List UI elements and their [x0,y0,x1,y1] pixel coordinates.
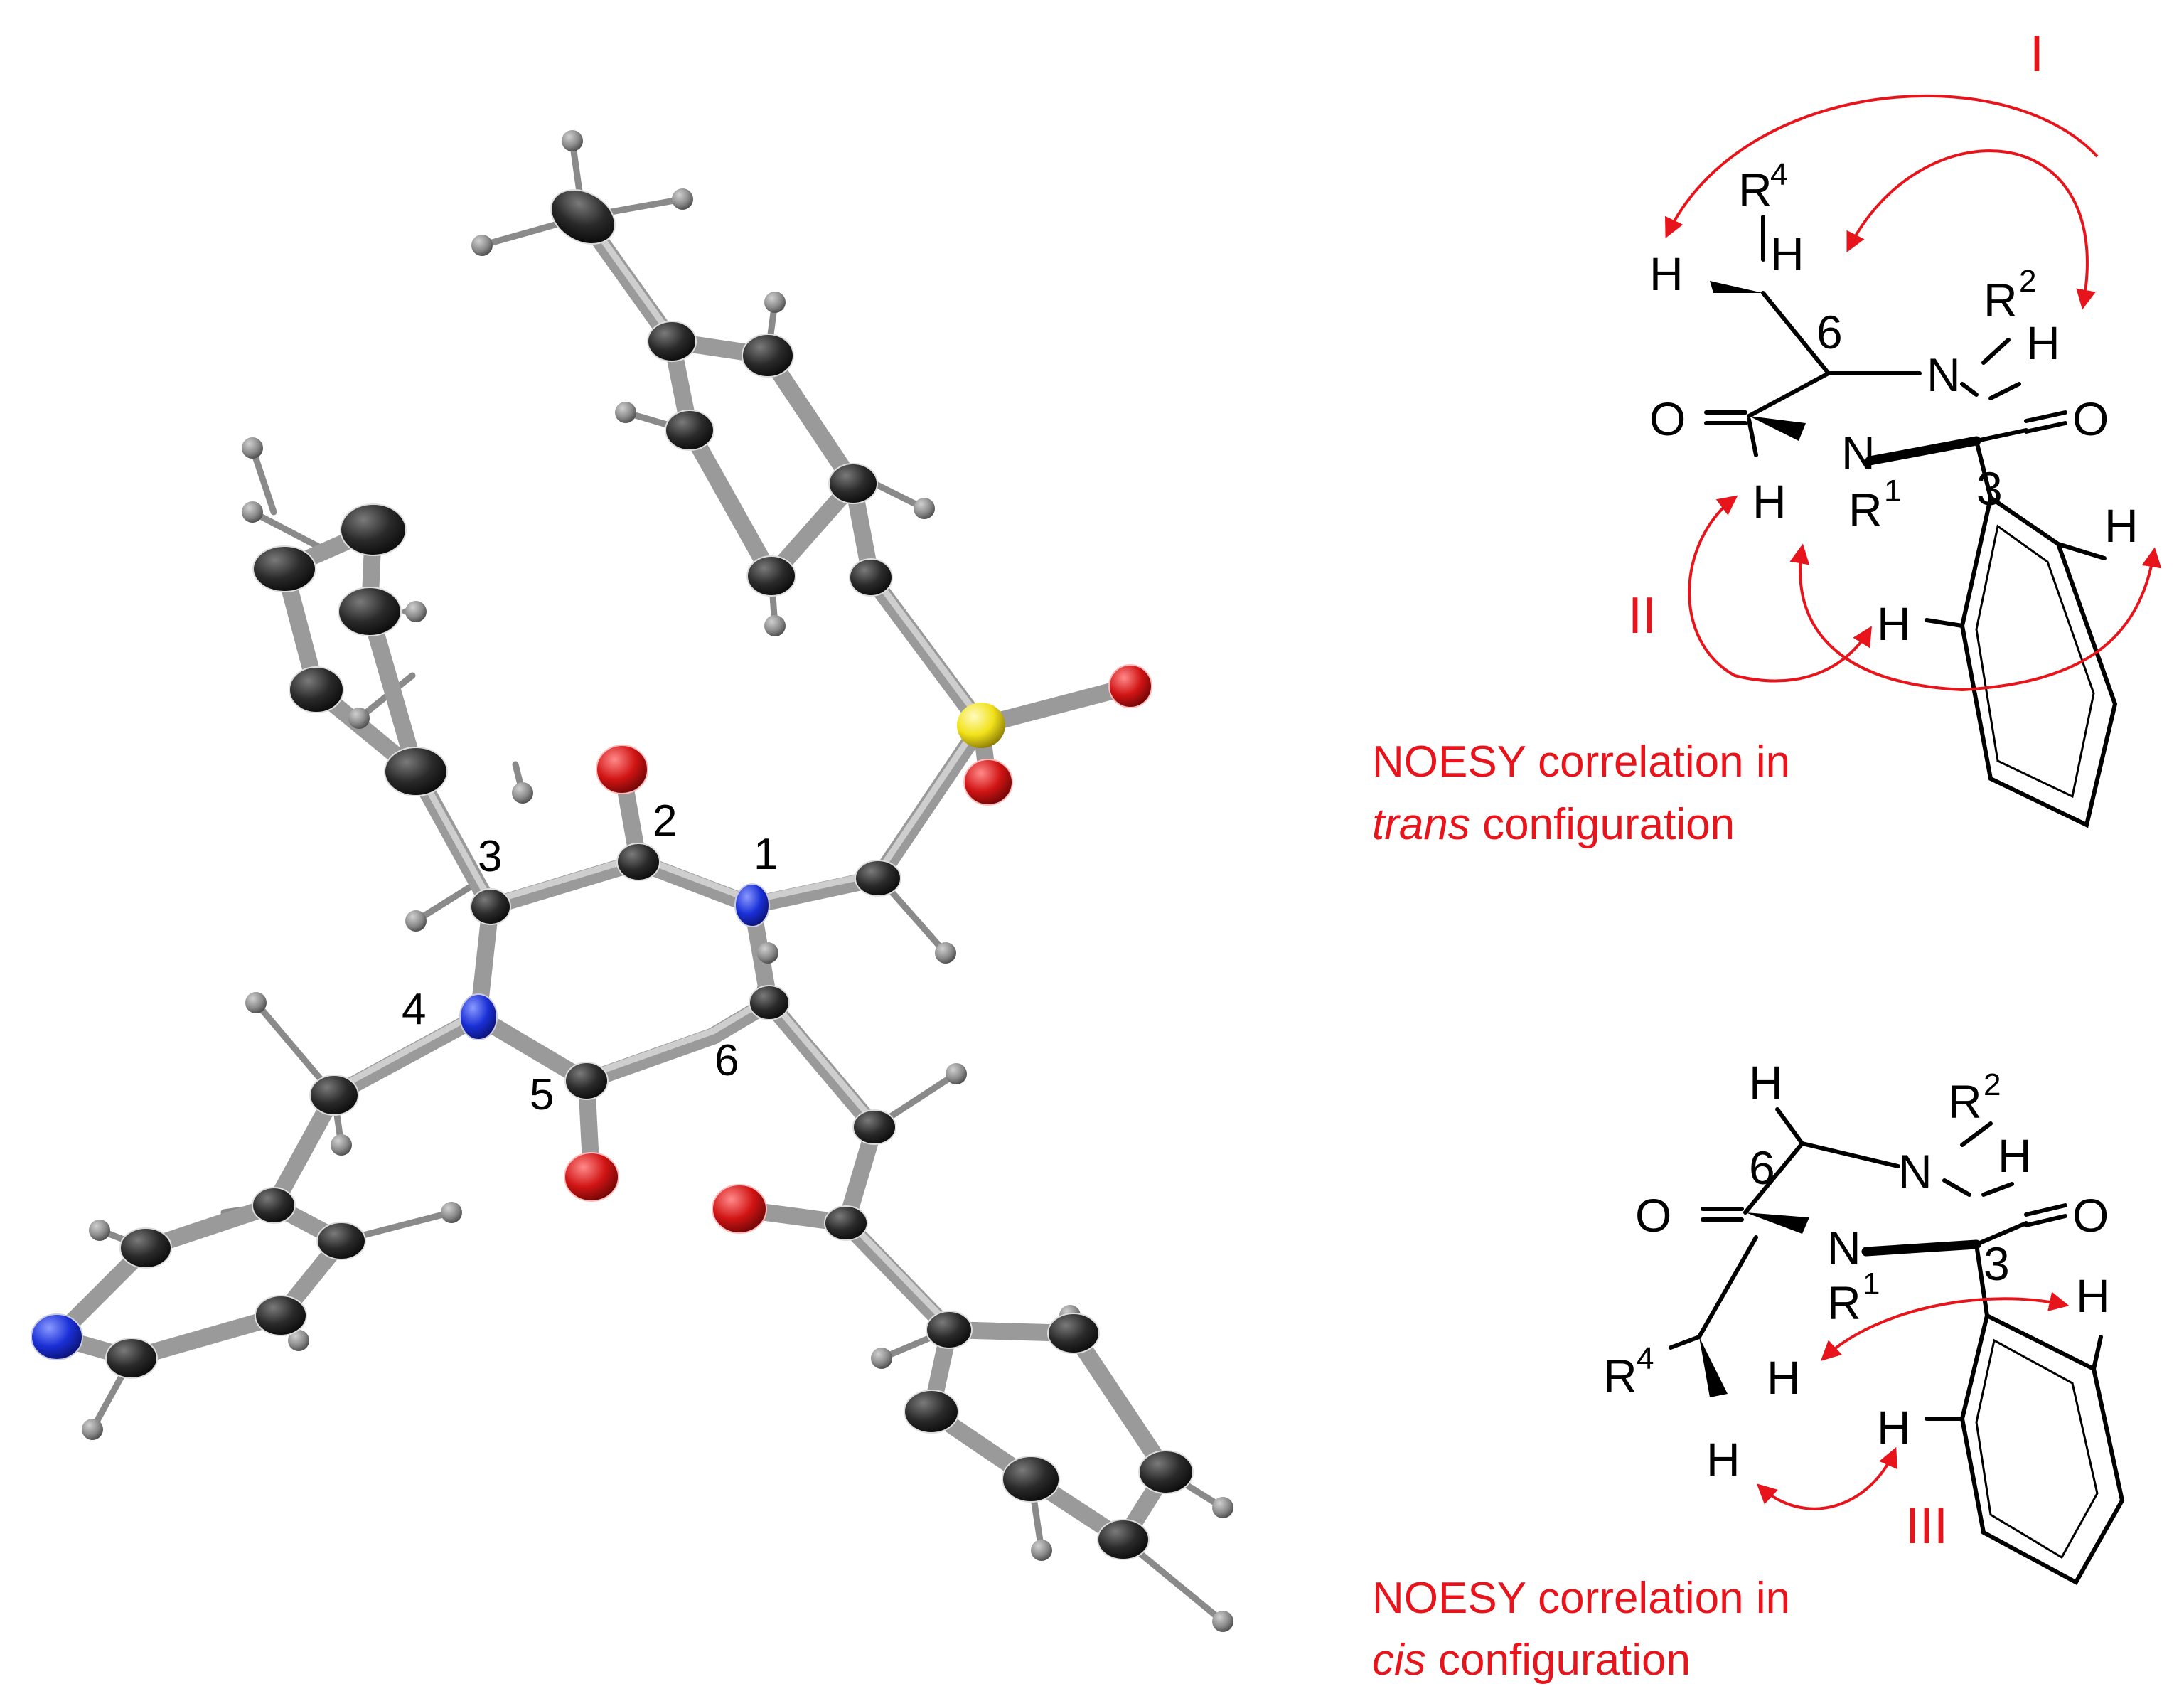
trans-wedge-h [1710,281,1763,293]
trans-bonds [1704,215,2118,828]
trans-caption-line1: NOESY correlation in [1372,737,1790,786]
cis-o-right: O [2072,1189,2109,1242]
cis-scheme: H 6 N R 2 H O O N R 1 3 H R 4 H H H III … [1372,1056,2125,1685]
cis-h-right: H [1998,1129,2032,1182]
cis-h-ortho: H [1877,1401,1911,1454]
cis-h-bottom: H [1706,1433,1740,1486]
cis-r2: R [1948,1075,1982,1128]
cis-r1-sup: 1 [1863,1267,1880,1301]
atom-number-1: 1 [754,830,778,879]
trans-r1: R [1848,484,1883,536]
cis-r2-sup: 2 [1984,1067,2001,1102]
cis-r4: R [1603,1350,1637,1402]
trans-correlation-ii: II [1628,587,1656,644]
bond-highlights [331,208,985,1328]
atom-number-6: 6 [714,1036,739,1085]
trans-scheme: H H R 4 6 N R 2 H O O N R 1 3 H H H I II [1372,26,2162,849]
sulfur-atoms [957,703,1005,748]
crystal-structure: 1 2 3 4 5 6 [31,130,1233,1632]
cis-wedge-n [1745,1212,1809,1234]
trans-c3: 3 [1976,462,2003,515]
cis-h-top: H [1749,1056,1783,1109]
cis-caption-line2: cis configuration [1372,1636,1691,1685]
atom-number-2: 2 [653,796,677,846]
cis-caption-line1: NOESY correlation in [1372,1574,1790,1623]
trans-ring-inner [1975,524,2095,799]
atom-number-3: 3 [478,832,502,881]
trans-noesy-arrows [1665,94,2162,692]
hydrogen-bonds [89,137,1226,1625]
nitrogen-atoms [31,883,770,1360]
trans-o-left: O [1649,393,1686,445]
trans-caption-italic: trans [1372,800,1470,849]
trans-c6: 6 [1816,306,1843,358]
trans-h-top: H [1770,228,1804,280]
trans-r4: R [1738,164,1772,216]
cis-n-top: N [1898,1145,1932,1198]
oxygen-atoms [564,664,1152,1234]
cis-h-ch: H [1767,1351,1801,1404]
trans-h-ortho: H [1877,597,1911,650]
trans-caption-rest: configuration [1470,800,1735,849]
cis-r1: R [1827,1276,1861,1329]
trans-o-right: O [2072,393,2109,445]
cis-caption-rest: configuration [1426,1636,1691,1685]
hydrogen-atoms [82,130,1233,1632]
cis-c3: 3 [1984,1237,2010,1290]
heavy-bonds [48,208,1174,1548]
trans-caption-line2: trans configuration [1372,800,1735,849]
trans-r4-sup: 4 [1770,157,1787,192]
trans-h-right: H [2026,316,2060,369]
trans-labels: H H R 4 6 N R 2 H O O N R 1 3 H H H [1649,157,2138,650]
trans-ring [1959,494,2118,828]
cis-o-left: O [1635,1189,1671,1242]
cis-c6: 6 [1749,1141,1775,1194]
atom-number-5: 5 [530,1070,554,1119]
cis-labels: H 6 N R 2 H O O N R 1 3 H R 4 H H H [1603,1056,2110,1486]
trans-r1-sup: 1 [1884,474,1901,508]
cis-h-ph: H [2076,1269,2110,1322]
trans-n-bottom: N [1841,427,1875,479]
trans-h-nh: H [1752,475,1787,528]
trans-r2-sup: 2 [2019,264,2036,299]
trans-wedge-n [1749,416,1806,441]
cis-bonds [1669,1107,2125,1586]
cis-caption-italic: cis [1372,1636,1426,1685]
cis-noesy-arrows [1756,1291,2070,1510]
trans-h-ortho2: H [2104,499,2138,552]
trans-n-top: N [1927,348,1961,401]
cis-correlation-iii: III [1905,1498,1948,1555]
cis-wedge-h [1699,1337,1728,1397]
atom-number-4: 4 [402,985,426,1034]
carbon-atoms [105,189,1194,1560]
trans-correlation-i: I [2030,26,2044,82]
atom-numbering: 1 2 3 4 5 6 [402,796,778,1119]
trans-r2: R [1984,274,2018,326]
cis-n-bottom: N [1827,1222,1861,1274]
cis-ring-inner [1975,1338,2099,1559]
trans-h-left: H [1649,247,1684,300]
cis-r4-sup: 4 [1637,1341,1654,1376]
